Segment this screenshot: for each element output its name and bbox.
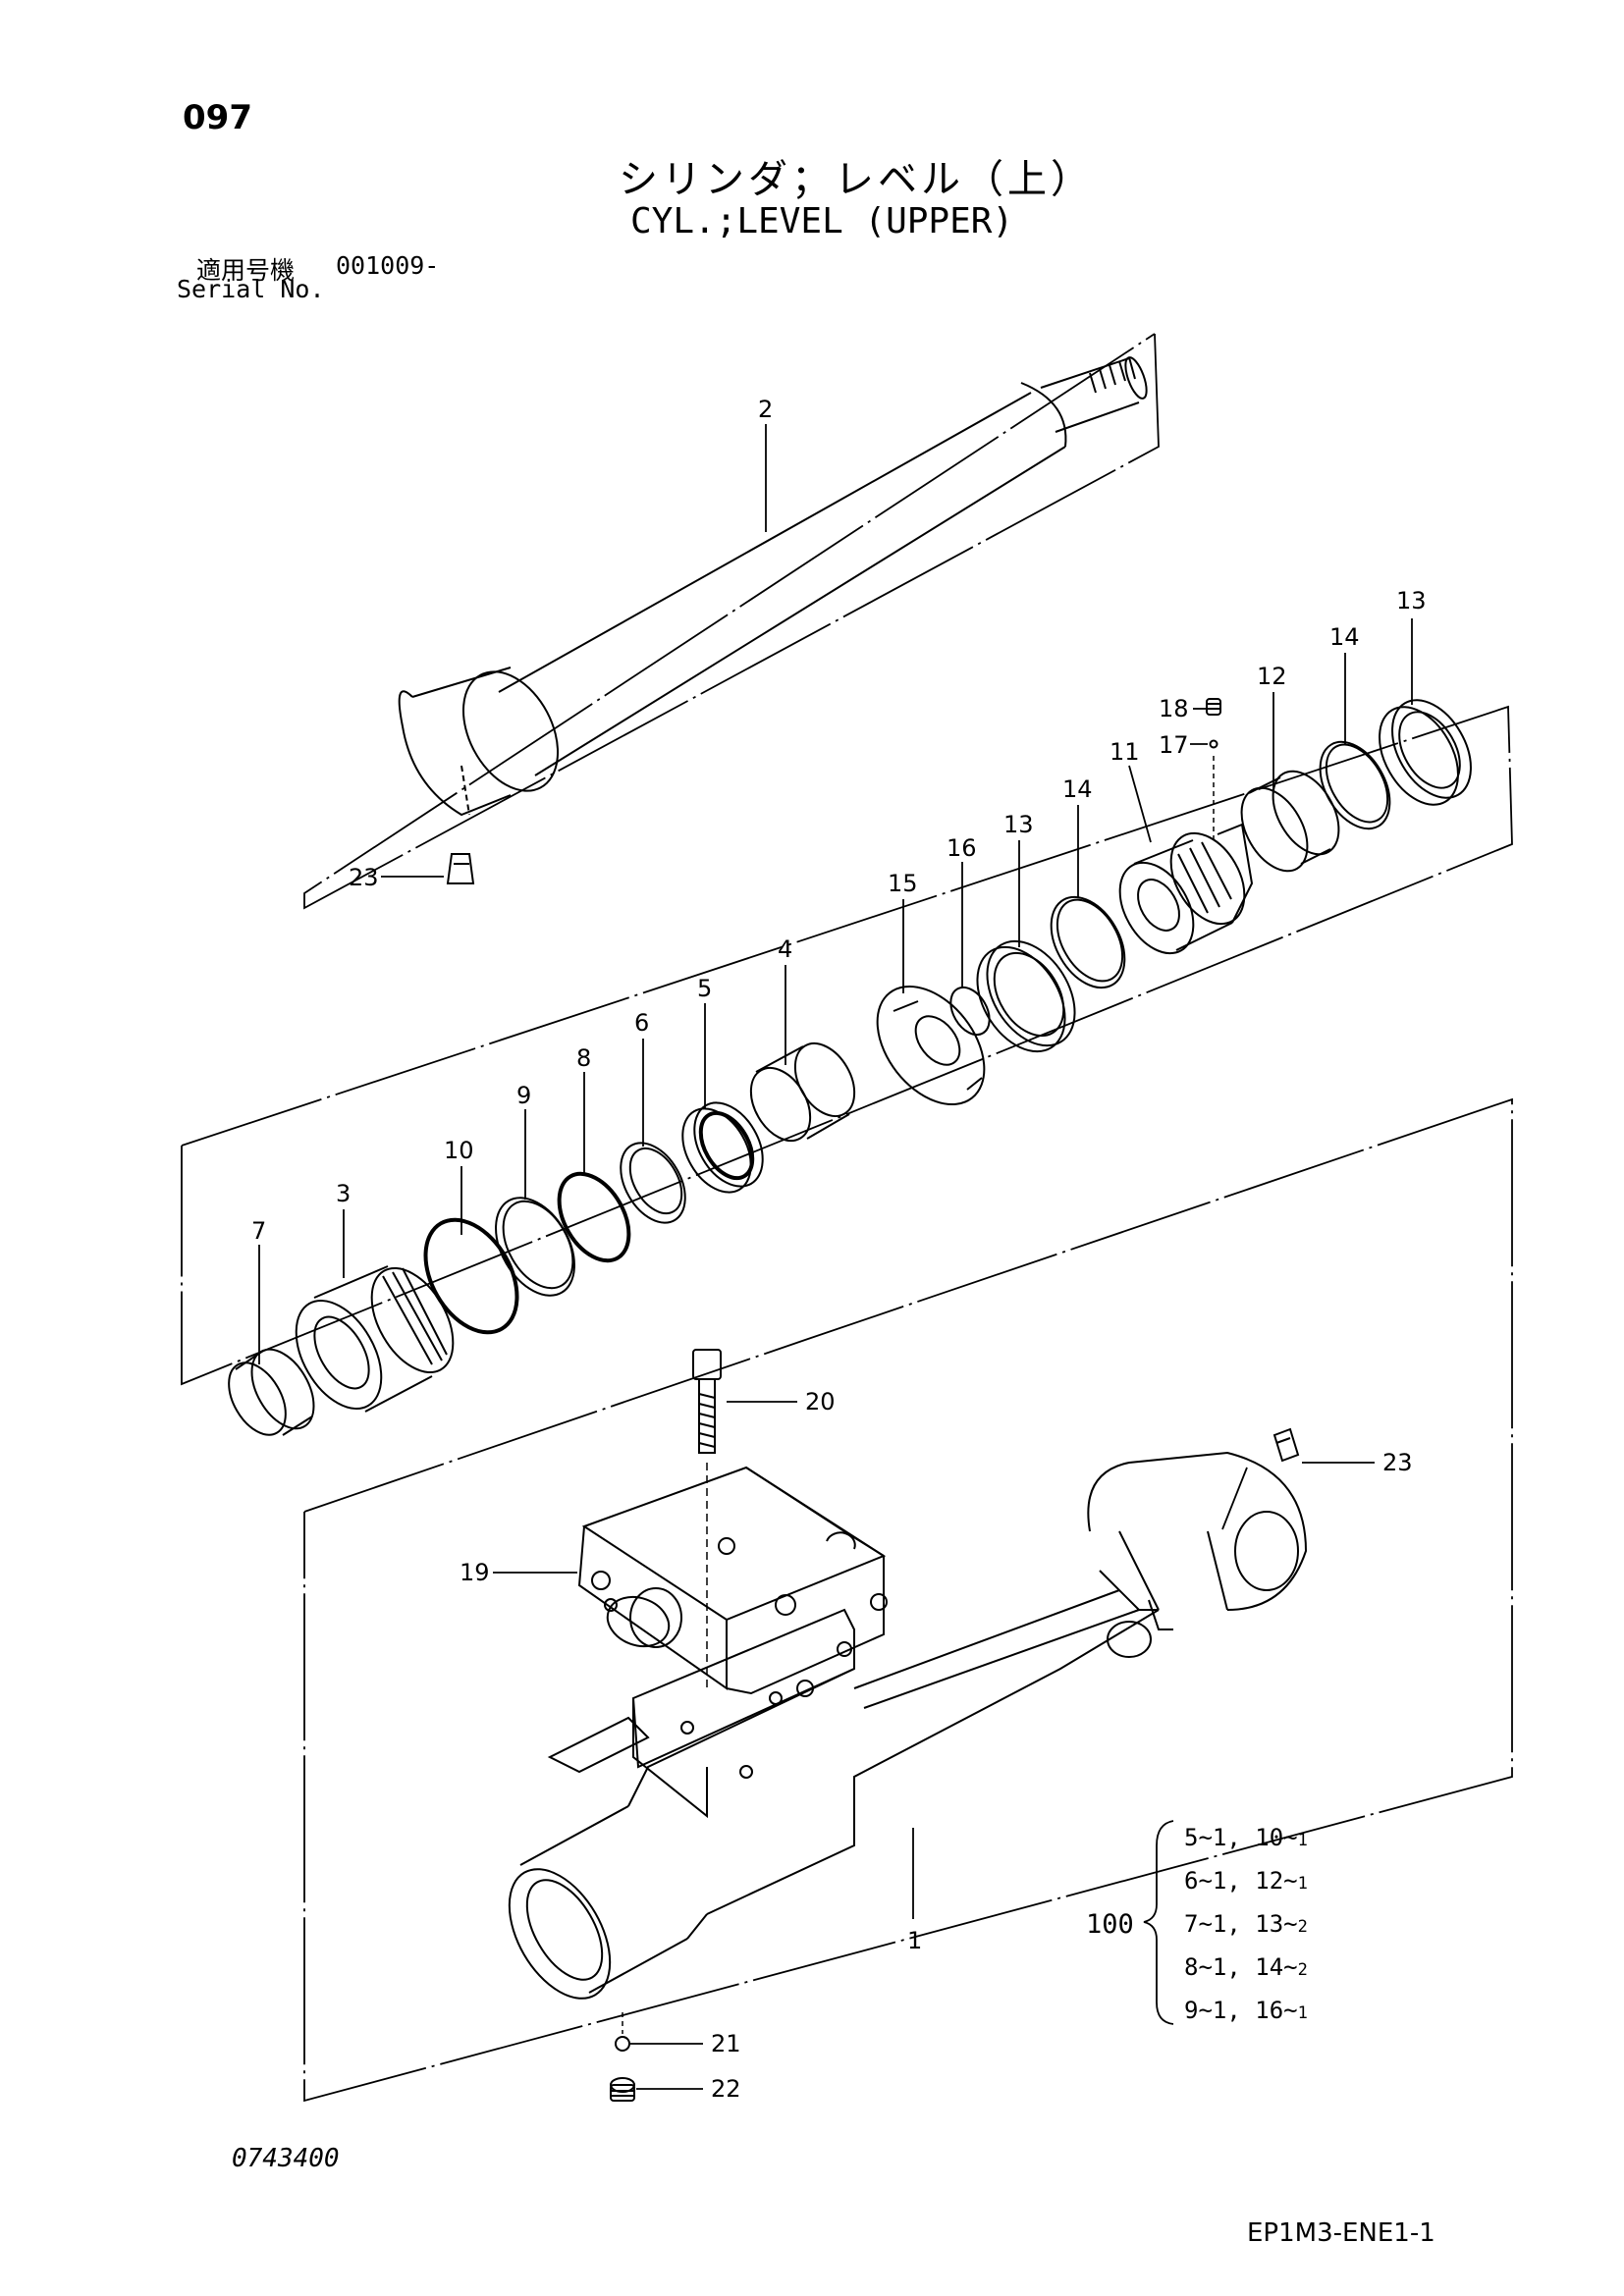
assembly-frame-rod: [181, 705, 1513, 1386]
socket-bolt-part-20: [692, 1349, 722, 1688]
o-ring-part-21: [615, 2012, 630, 2052]
callout-21: 21: [711, 2030, 741, 2057]
ring-part-14-upper: [1319, 740, 1391, 830]
drawing-code: 0743400: [232, 2144, 340, 2173]
kit-line-5: 9~1, 16~1: [1184, 1997, 1308, 2024]
kit-line-4: 8~1, 14~2: [1184, 1953, 1308, 1981]
callout-6: 6: [634, 1009, 649, 1037]
callout-14: 14: [1062, 775, 1093, 803]
valve-block-part-19: [577, 1466, 888, 1697]
seal-part-6: [620, 1142, 686, 1224]
seal-part-7: [228, 1348, 315, 1436]
callout-1: 1: [907, 1927, 922, 1954]
seal-part-13-upper: [1379, 699, 1472, 806]
page-title-japanese: シリンダ；レベル（上）: [619, 157, 1094, 202]
cylinder-tube-part-1: [508, 1451, 1308, 2000]
o-ring-part-16: [949, 986, 991, 1037]
ring-part-14-piston: [1050, 895, 1126, 989]
kit-brace: [1143, 1820, 1174, 2025]
callout-18: 18: [1159, 695, 1189, 722]
callout-16: 16: [947, 834, 977, 862]
seal-part-5: [681, 1101, 764, 1194]
serial-label-japanese: 適用号機: [196, 256, 296, 285]
steel-ball-part-17: [1209, 739, 1218, 839]
callout-2: 2: [758, 396, 773, 423]
leader-lines: [258, 424, 1413, 2090]
assembly-frame-rod: [303, 333, 1160, 910]
washer-part-15: [876, 985, 986, 1106]
bushing-part-4: [749, 1042, 856, 1142]
plug-part-22: [610, 2077, 635, 2102]
callout-4: 4: [778, 935, 792, 963]
callout-3: 3: [336, 1180, 351, 1207]
grease-fitting-part-23: [446, 853, 475, 884]
kit-number: 100: [1086, 1909, 1134, 1940]
callout-7: 7: [251, 1217, 266, 1245]
callout-17: 17: [1159, 731, 1189, 759]
o-ring-part-10: [423, 1217, 519, 1335]
callout-13: 13: [1396, 587, 1427, 614]
callout-8: 8: [576, 1044, 591, 1072]
serial-label-english: Serial No.: [177, 275, 325, 303]
callout-numbers: 2 23 7 3 10 9 8 6 5 4 15 16 13 14 11 18 …: [251, 396, 1427, 2103]
seal-part-13-piston: [976, 939, 1076, 1053]
document-code: EP1M3-ENE1-1: [1247, 2218, 1435, 2248]
callout-19: 19: [460, 1559, 490, 1586]
page-number: 097: [183, 98, 252, 137]
callout-11: 11: [1110, 738, 1140, 766]
callout-23: 23: [349, 864, 379, 891]
callout-12: 12: [1257, 663, 1287, 690]
callout-23: 23: [1382, 1449, 1413, 1476]
callout-13: 13: [1003, 811, 1034, 838]
callout-5: 5: [697, 975, 712, 1002]
callout-14: 14: [1329, 623, 1360, 651]
grease-fitting-part-23: [1272, 1427, 1300, 1463]
set-screw-part-18: [1206, 698, 1221, 716]
backup-ring-part-9: [495, 1197, 575, 1297]
callout-22: 22: [711, 2075, 741, 2103]
kit-line-2: 6~1, 12~1: [1184, 1867, 1308, 1895]
wear-ring-part-12: [1240, 770, 1340, 873]
callout-15: 15: [888, 870, 918, 897]
kit-line-3: 7~1, 13~2: [1184, 1910, 1308, 1938]
serial-value: 001009-: [336, 251, 440, 280]
callout-9: 9: [516, 1082, 531, 1109]
page-title-english: CYL.;LEVEL (UPPER): [630, 201, 1014, 241]
callout-10: 10: [444, 1137, 474, 1164]
piston-rod-part-2: [398, 356, 1148, 817]
o-ring-part-8: [557, 1171, 631, 1263]
callout-20: 20: [805, 1388, 836, 1415]
piston-part-11: [1118, 823, 1254, 955]
kit-line-1: 5~1, 10~1: [1184, 1824, 1308, 1851]
